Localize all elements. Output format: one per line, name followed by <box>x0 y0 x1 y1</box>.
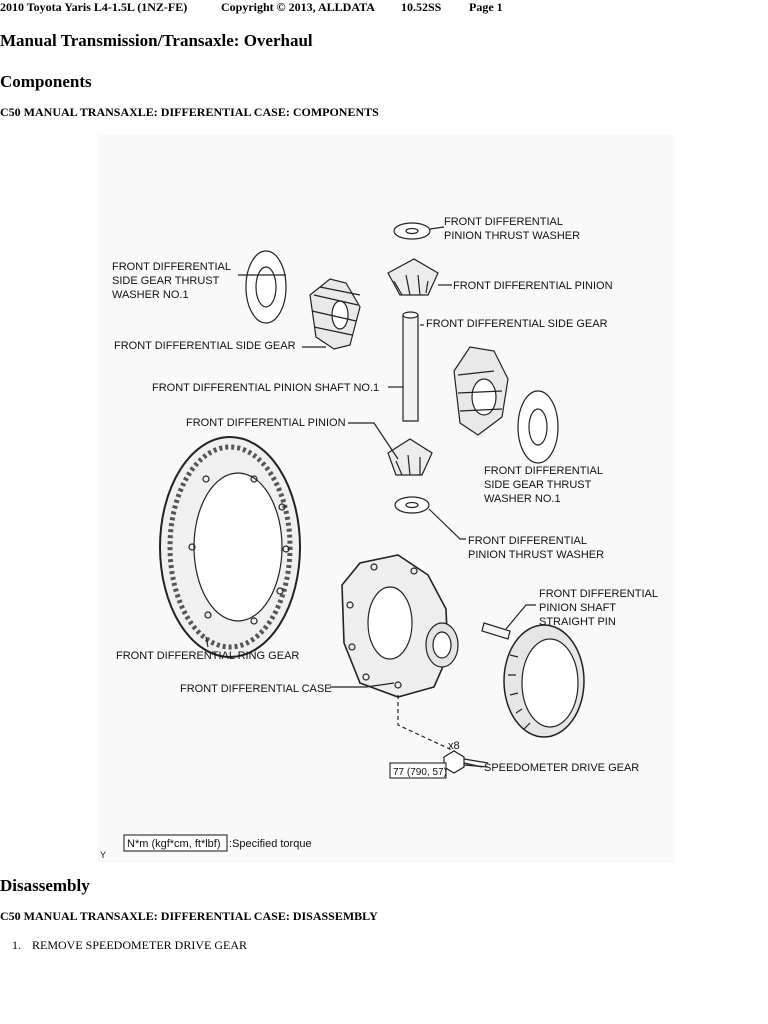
label-side-gear-thrust-washer-right-2: SIDE GEAR THRUST <box>484 479 592 491</box>
label-pinion-thrust-washer-bottom-2: PINION THRUST WASHER <box>468 549 604 561</box>
differential-case <box>341 554 459 698</box>
side-gear-thrust-washer-left <box>245 250 287 324</box>
side-gear-left <box>309 278 361 350</box>
label-pinion-thrust-washer-top-2: PINION THRUST WASHER <box>444 230 580 242</box>
header-copyright: Copyright © 2013, ALLDATA <box>221 0 375 14</box>
diagram-svg: FRONT DIFFERENTIAL PINION THRUST WASHER … <box>100 216 658 860</box>
legend-box-text: N*m (kgf*cm, ft*lbf) <box>127 838 221 850</box>
pinion-thrust-washer-bottom <box>394 496 430 514</box>
subsection-heading-components: C50 MANUAL TRANSAXLE: DIFFERENTIAL CASE:… <box>0 105 379 119</box>
label-pinion-mid: FRONT DIFFERENTIAL PINION <box>186 417 346 429</box>
side-gear-right <box>453 346 509 436</box>
label-ring-gear: FRONT DIFFERENTIAL RING GEAR <box>116 650 299 662</box>
label-pinion-thrust-washer-bottom: FRONT DIFFERENTIAL <box>468 535 587 547</box>
label-straight-pin-2: PINION SHAFT <box>539 602 616 614</box>
label-straight-pin-3: STRAIGHT PIN <box>539 616 616 628</box>
ring-gear <box>159 436 301 658</box>
section-heading-disassembly: Disassembly <box>0 876 90 895</box>
step-item: 1. REMOVE SPEEDOMETER DRIVE GEAR <box>12 938 247 953</box>
step-text: REMOVE SPEEDOMETER DRIVE GEAR <box>32 938 247 952</box>
subsection-heading-disassembly: C50 MANUAL TRANSAXLE: DIFFERENTIAL CASE:… <box>0 909 378 923</box>
corner-mark: Y <box>100 850 106 860</box>
pinion-top <box>387 258 439 296</box>
label-pinion-shaft: FRONT DIFFERENTIAL PINION SHAFT NO.1 <box>152 382 379 394</box>
section-heading-components: Components <box>0 72 92 91</box>
label-speedometer-drive-gear: SPEEDOMETER DRIVE GEAR <box>484 762 639 774</box>
label-straight-pin: FRONT DIFFERENTIAL <box>539 588 658 600</box>
label-side-gear-right: FRONT DIFFERENTIAL SIDE GEAR <box>426 318 608 330</box>
pinion-shaft <box>402 311 419 422</box>
doc-title: Manual Transmission/Transaxle: Overhaul <box>0 31 313 50</box>
straight-pin <box>481 622 511 640</box>
pinion-mid <box>387 438 433 476</box>
exploded-diagram: FRONT DIFFERENTIAL PINION THRUST WASHER … <box>98 135 674 863</box>
label-pinion-thrust-washer-top: FRONT DIFFERENTIAL <box>444 216 563 228</box>
label-side-gear-thrust-washer-left-3: WASHER NO.1 <box>112 289 189 301</box>
speedometer-drive-gear <box>503 624 585 738</box>
legend-text: :Specified torque <box>229 838 312 850</box>
label-torque-value: 77 (790, 57) <box>393 767 447 778</box>
header-vehicle: 2010 Toyota Yaris L4-1.5L (1NZ-FE) <box>0 0 188 14</box>
label-side-gear-thrust-washer-left-2: SIDE GEAR THRUST <box>112 275 220 287</box>
label-bolt-count: x8 <box>448 740 460 752</box>
label-side-gear-thrust-washer-right: FRONT DIFFERENTIAL <box>484 465 603 477</box>
header-page: Page 1 <box>469 0 503 14</box>
step-number: 1. <box>12 938 21 952</box>
label-pinion-top: FRONT DIFFERENTIAL PINION <box>453 280 613 292</box>
label-side-gear-left: FRONT DIFFERENTIAL SIDE GEAR <box>114 340 296 352</box>
header-version: 10.52SS <box>401 0 442 14</box>
label-differential-case: FRONT DIFFERENTIAL CASE <box>180 683 332 695</box>
bolt <box>443 750 489 774</box>
side-gear-thrust-washer-right <box>517 390 559 464</box>
label-side-gear-thrust-washer-left: FRONT DIFFERENTIAL <box>112 261 231 273</box>
label-side-gear-thrust-washer-right-3: WASHER NO.1 <box>484 493 561 505</box>
pinion-thrust-washer-top <box>393 222 431 240</box>
